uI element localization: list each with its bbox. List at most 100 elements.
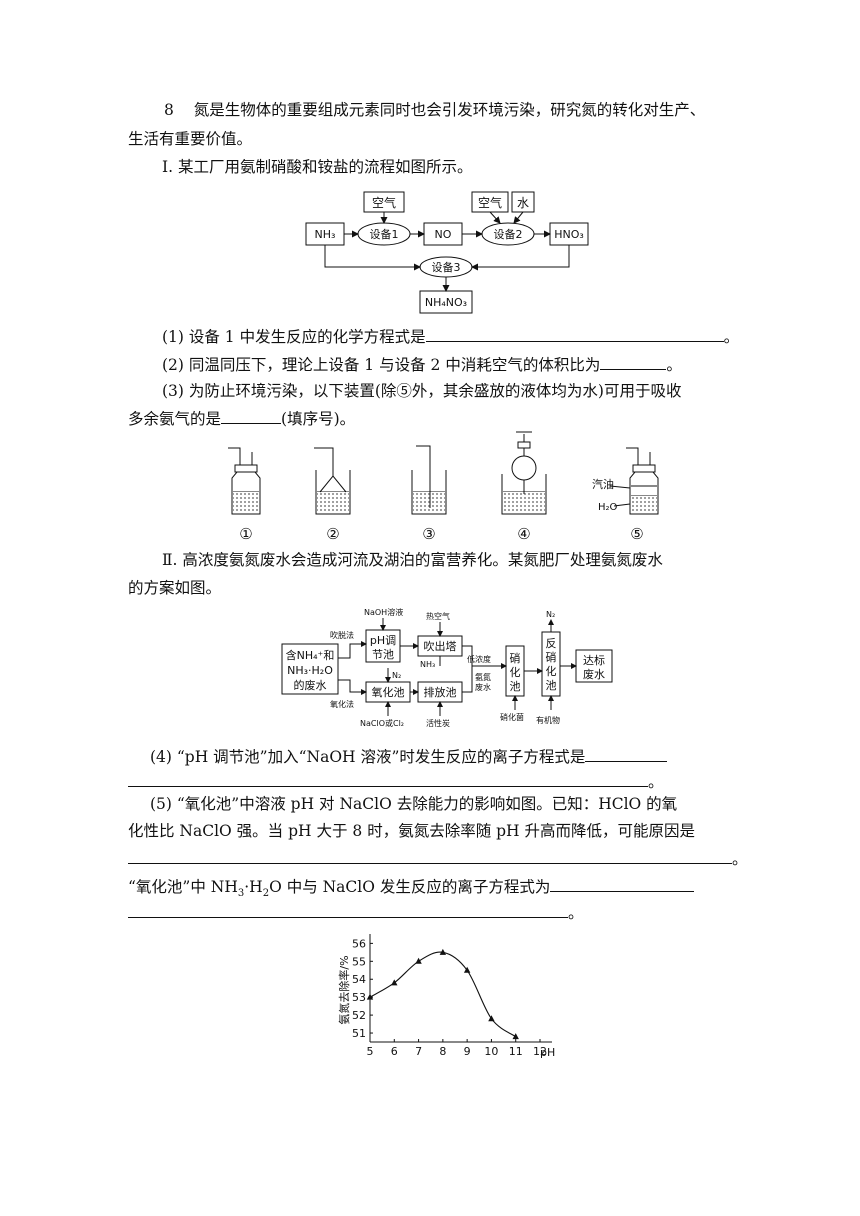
part2-line1: Ⅱ. 高浓度氨氮废水会造成河流及湖泊的富营养化。某氮肥厂处理氨氮废水 — [162, 551, 663, 569]
air-label-2: 空气 — [478, 195, 502, 210]
waste-label-2: 废水 — [475, 682, 491, 692]
question-5-line2: 化性比 NaClO 强。当 pH 大于 8 时，氨氮去除率随 pH 升高而降低，… — [128, 822, 695, 840]
apparatus-1 — [228, 447, 261, 515]
chart-axes — [369, 934, 552, 1043]
question-number: 8 — [164, 101, 174, 119]
data-point — [512, 1033, 519, 1040]
source-label-1: 含NH₄⁺和 — [286, 648, 335, 662]
x-tick-label: 6 — [391, 1045, 398, 1058]
standard-label-2: 废水 — [583, 667, 605, 681]
y-tick-label: 56 — [352, 937, 366, 950]
hno3-label: HNO₃ — [554, 228, 584, 241]
y-tick-label: 52 — [352, 1009, 366, 1022]
nh4no3-label: NH₄NO₃ — [425, 296, 467, 309]
source-box — [281, 643, 339, 695]
answer-blank-1[interactable] — [425, 326, 724, 342]
data-point — [439, 948, 447, 955]
discharge-label: 排放池 — [424, 685, 457, 699]
nh3-label: NH₃ — [315, 228, 336, 241]
question-4-line2: 。 — [128, 771, 664, 792]
ox-method-label: 氧化法 — [330, 699, 354, 709]
nitri-label-1: 硝 — [510, 652, 521, 665]
apparatus-5 — [609, 447, 659, 515]
question-intro-line1: 8 氮是生物体的重要组成元素同时也会引发环境污染，研究氮的转化对生产、 — [164, 101, 706, 119]
x-tick-label: 9 — [464, 1045, 471, 1058]
nitri-label-3: 池 — [510, 680, 521, 693]
carbon-label: 活性炭 — [426, 718, 450, 728]
organic-label: 有机物 — [536, 715, 560, 725]
series-line — [369, 951, 517, 1038]
apparatus-3 — [411, 445, 447, 515]
answer-blank-2[interactable] — [600, 354, 667, 370]
y-tick-label: 54 — [352, 973, 366, 986]
data-point — [391, 979, 398, 986]
y-axis-label: 氨氮去除率/% — [337, 955, 351, 1024]
nitri-label-2: 化 — [510, 665, 521, 679]
ph-pool-label-1: pH调 — [370, 634, 396, 647]
denitri-label-2: 硝 — [546, 651, 557, 664]
denitri-label-4: 池 — [546, 679, 557, 692]
low-conc-label: 低浓度 — [467, 654, 491, 664]
denitri-label-3: 化 — [546, 664, 557, 678]
question-4-line1: (4) “pH 调节池”加入“NaOH 溶液”时发生反应的离子方程式是 — [150, 746, 668, 767]
question-6-line1: “氧化池”中 NH3·H2O 中与 NaClO 发生反应的离子方程式为 — [128, 876, 695, 904]
ph-pool-label-2: 节池 — [372, 648, 394, 661]
question-1: (1) 设备 1 中发生反应的化学方程式是。 — [162, 326, 740, 346]
flow-diagram-1: 空气 空气 水 NH₃ 设备1 NO 设备2 HNO₃ 设备3 NH₄NO₃ — [305, 191, 589, 314]
x-tick-label: 7 — [415, 1045, 422, 1058]
x-tick-label: 8 — [439, 1045, 446, 1058]
x-tick-label: 5 — [367, 1045, 374, 1058]
apparatus-label-2: ② — [326, 525, 339, 543]
question-5-line3: 。 — [128, 848, 748, 869]
y-tick-label: 53 — [352, 991, 366, 1004]
naoh-label: NaOH溶液 — [364, 607, 403, 617]
apparatus-label-1: ① — [239, 525, 252, 543]
x-tick-label: 12 — [533, 1045, 547, 1058]
answer-blank-6b[interactable] — [128, 902, 568, 918]
answer-blank-6a[interactable] — [550, 876, 695, 892]
apparatus-4 — [501, 431, 547, 515]
blow-method-label: 吹脱法 — [330, 630, 354, 640]
standard-label-1: 达标 — [583, 653, 605, 667]
hot-air-label: 热空气 — [426, 611, 450, 621]
water-label-5: H₂O — [598, 502, 618, 513]
n2-mid-label: N₂ — [392, 671, 401, 680]
data-point — [463, 966, 471, 973]
apparatus-label-5: ⑤ — [630, 525, 643, 543]
device3-label: 设备3 — [432, 260, 461, 274]
answer-blank-4b[interactable] — [128, 771, 648, 787]
water-label: 水 — [517, 196, 529, 210]
air-label-1: 空气 — [372, 195, 396, 210]
question-3-line1: (3) 为防止环境污染，以下装置(除⑤外，其余盛放的液体均为水)可用于吸收 — [162, 382, 682, 400]
bacteria-label: 硝化菌 — [500, 712, 524, 722]
device2-label: 设备2 — [494, 227, 523, 241]
source-label-2: NH₃·H₂O — [287, 664, 333, 677]
data-point — [415, 957, 422, 964]
absorption-apparatus: 汽油 H₂O ① ② ③ ④ ⑤ — [228, 431, 659, 543]
data-point — [366, 993, 374, 1000]
data-point — [488, 1015, 495, 1022]
apparatus-2 — [314, 447, 351, 515]
question-5-line1: (5) “氧化池”中溶液 pH 对 NaClO 去除能力的影响如图。已知：HCl… — [150, 795, 678, 813]
question-2: (2) 同温同压下，理论上设备 1 与设备 2 中消耗空气的体积比为。 — [162, 354, 682, 374]
waste-label-1: 氨氮 — [475, 672, 491, 682]
x-tick-label: 10 — [484, 1045, 498, 1058]
flow-diagram-2: NaOH溶液 热空气 N₂ 吹脱法 氧化法 含NH₄⁺和 NH₃·H₂O 的废水… — [281, 607, 613, 728]
question-3-line2: 多余氨气的是(填序号)。 — [128, 408, 356, 428]
x-tick-label: 11 — [509, 1045, 523, 1058]
y-tick-label: 51 — [352, 1027, 366, 1040]
oil-label: 汽油 — [592, 477, 614, 491]
n2-top-label: N₂ — [546, 610, 555, 619]
question-6-line2: 。 — [128, 902, 584, 923]
answer-blank-5[interactable] — [128, 848, 732, 864]
device1-label: 设备1 — [370, 227, 399, 241]
no-label: NO — [435, 228, 452, 241]
denitri-label-1: 反 — [546, 637, 557, 650]
source-label-3: 的废水 — [294, 678, 327, 692]
answer-blank-4a[interactable] — [585, 746, 668, 762]
apparatus-label-4: ④ — [517, 525, 530, 543]
ox-pool-label: 氧化池 — [372, 685, 405, 699]
answer-blank-3[interactable] — [221, 408, 282, 424]
naclo-label: NaClO或Cl₂ — [360, 718, 404, 728]
